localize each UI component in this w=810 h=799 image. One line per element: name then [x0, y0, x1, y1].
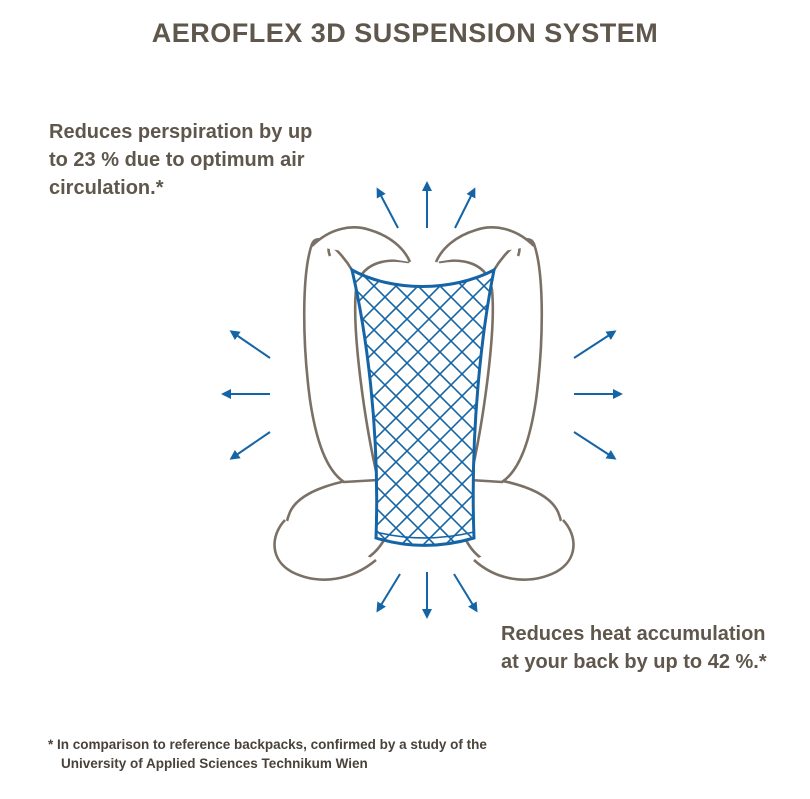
shoulder-strap-icon — [302, 226, 544, 484]
airflow-arrow-icon — [229, 330, 271, 359]
claim-line: circulation.* — [49, 177, 164, 199]
airflow-arrow-icon — [573, 431, 617, 460]
claim-line: at your back by up to 42 %.* — [501, 651, 767, 673]
hip-belt — [273, 474, 575, 581]
airflow-arrow-icon — [573, 330, 617, 359]
footnote-line: University of Applied Sciences Technikum… — [61, 756, 368, 771]
mesh-panel-icon — [349, 267, 497, 547]
claim-line: Reduces heat accumulation — [501, 623, 766, 645]
claim-line: Reduces perspiration by up — [49, 121, 313, 143]
airflow-arrow-icon — [376, 187, 399, 229]
claim-line: to 23 % due to optimum air — [49, 149, 305, 171]
perspiration-claim: Reduces perspiration by up to 23 % due t… — [49, 118, 379, 202]
airflow-arrows — [221, 181, 623, 619]
footnote-line: * In comparison to reference backpacks, … — [48, 737, 487, 752]
airflow-arrow-icon — [454, 187, 476, 229]
page-title: AEROFLEX 3D SUSPENSION SYSTEM — [151, 18, 659, 48]
airflow-arrow-icon — [376, 573, 401, 613]
heat-claim: Reduces heat accumulation at your back b… — [501, 620, 801, 676]
airflow-arrow-icon — [453, 573, 478, 613]
airflow-arrow-icon — [229, 431, 271, 460]
footnote: * In comparison to reference backpacks, … — [48, 735, 608, 773]
